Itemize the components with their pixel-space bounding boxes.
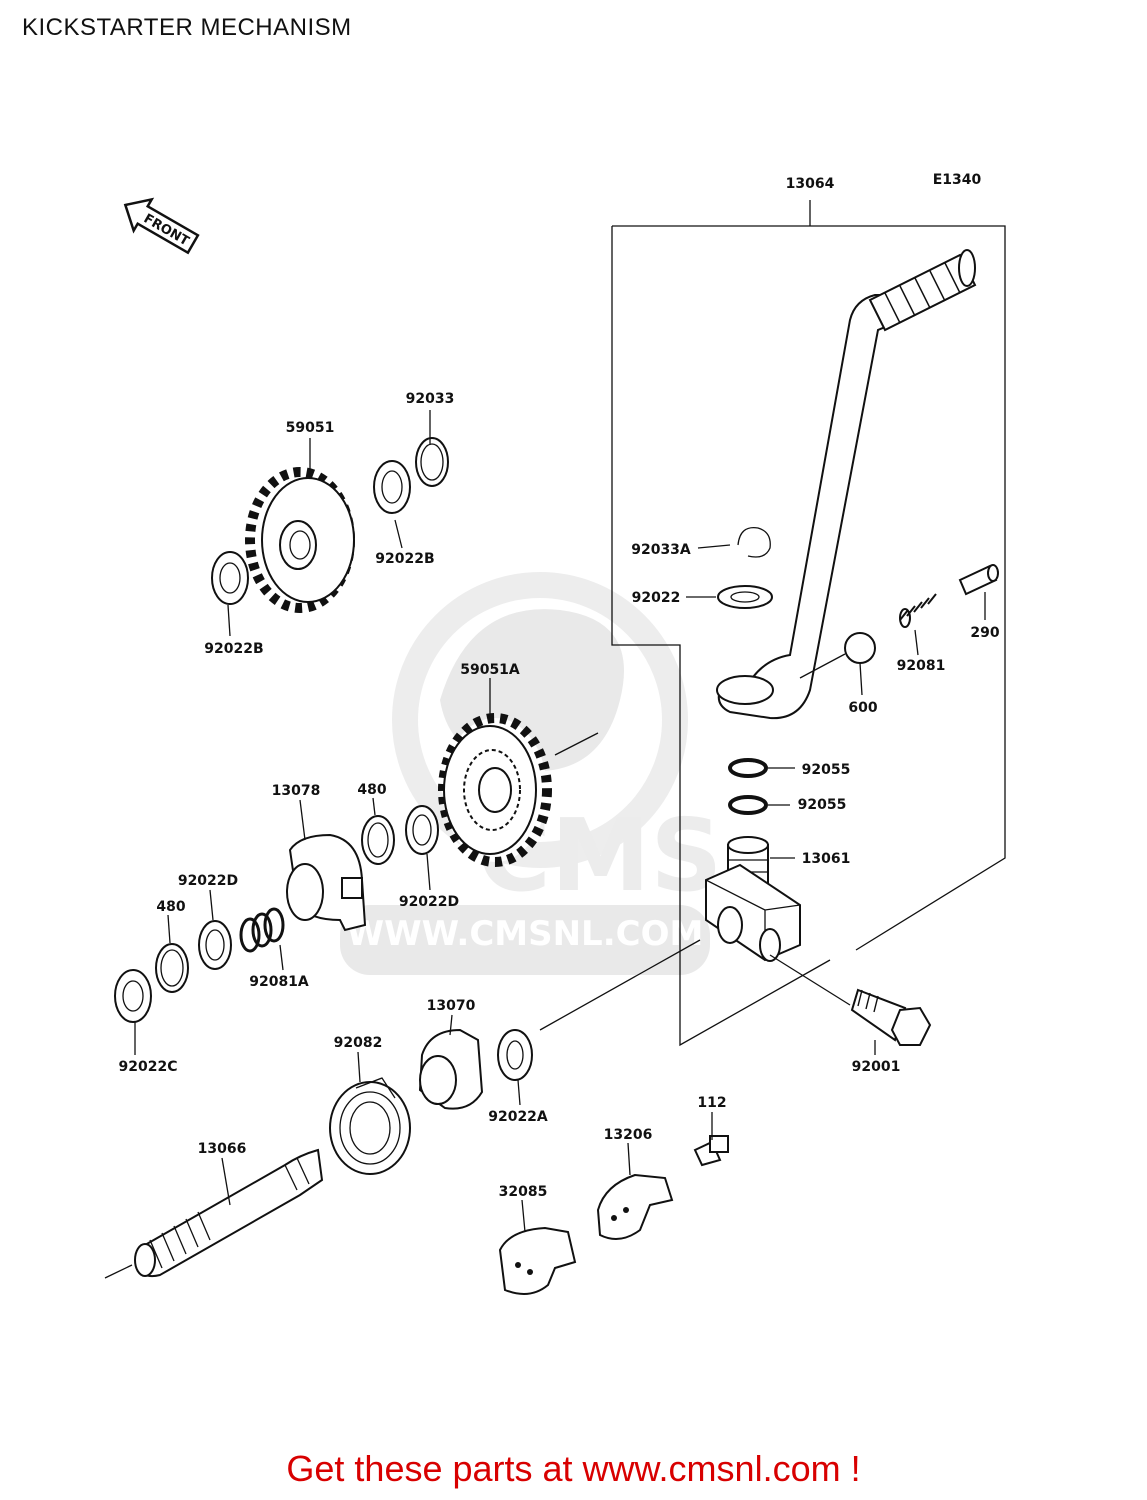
plate-32085	[498, 1226, 577, 1295]
label-92022: 92022	[632, 590, 681, 606]
washer-92022C	[114, 969, 152, 1023]
ratchet-13078	[286, 833, 367, 932]
kick-lever	[716, 249, 977, 720]
label-59051A: 59051A	[460, 662, 520, 678]
label-13061: 13061	[802, 851, 851, 867]
label-290: 290	[970, 625, 999, 641]
label-13064: 13064	[786, 176, 835, 192]
o-ring-92055-a	[728, 758, 768, 778]
label-92001: 92001	[852, 1059, 901, 1075]
boss-13061	[705, 836, 801, 962]
label-92082: 92082	[334, 1035, 383, 1051]
sleeve-13070	[418, 1028, 484, 1110]
part-labels: 13064 E1340 92033 59051 92022B 92022B 92…	[119, 172, 1000, 1200]
watermark-url: WWW.CMSNL.COM	[347, 914, 704, 954]
washer-92022	[717, 585, 773, 609]
label-92033A: 92033A	[631, 542, 691, 558]
bolt-92001	[850, 988, 932, 1046]
label-92081A: 92081A	[249, 974, 309, 990]
label-480-top: 480	[357, 782, 386, 798]
shaft-13066	[104, 1148, 324, 1279]
footer-link[interactable]: Get these parts at www.cmsnl.com !	[286, 1448, 861, 1489]
label-112: 112	[697, 1095, 726, 1111]
washer-92022B-top	[373, 460, 411, 514]
assembly-bracket	[611, 200, 1006, 1047]
spring-92081	[899, 593, 937, 628]
label-32085: 32085	[499, 1184, 548, 1200]
label-59051: 59051	[286, 420, 335, 436]
label-92081: 92081	[897, 658, 946, 674]
label-92055-b: 92055	[798, 797, 847, 813]
diagram-code: E1340	[933, 172, 982, 188]
gear-59051A	[438, 713, 552, 867]
label-92022D-left: 92022D	[178, 873, 238, 889]
circlip-480-top	[361, 815, 395, 865]
label-13078: 13078	[272, 783, 321, 799]
label-600: 600	[848, 700, 877, 716]
plug-290	[958, 564, 999, 596]
label-92055-a: 92055	[802, 762, 851, 778]
ball-600	[844, 632, 876, 664]
label-92022D-right: 92022D	[399, 894, 459, 910]
label-13070: 13070	[427, 998, 476, 1014]
label-92033: 92033	[406, 391, 455, 407]
circlip-92033A	[737, 526, 771, 558]
label-92022B-left: 92022B	[204, 641, 263, 657]
leader-lines	[134, 410, 986, 1233]
washer-92022B-left	[211, 551, 249, 605]
washer-92022D-left	[198, 920, 232, 970]
bolt-112	[693, 1135, 729, 1167]
label-92022B-top: 92022B	[375, 551, 434, 567]
label-13206: 13206	[604, 1127, 653, 1143]
gear-59051	[245, 467, 355, 613]
o-ring-92055-b	[728, 795, 768, 815]
washer-92022A	[497, 1029, 533, 1081]
label-13066: 13066	[198, 1141, 247, 1157]
plate-13206	[596, 1173, 674, 1240]
label-480-left: 480	[156, 899, 185, 915]
label-92022C: 92022C	[119, 1059, 178, 1075]
front-arrow-icon: FRONT	[123, 197, 200, 255]
spring-92082	[329, 1077, 411, 1175]
label-92022A: 92022A	[488, 1109, 548, 1125]
page-title: KICKSTARTER MECHANISM	[22, 14, 352, 41]
washer-92022D-right	[405, 805, 439, 855]
spring-92081A	[239, 907, 285, 953]
